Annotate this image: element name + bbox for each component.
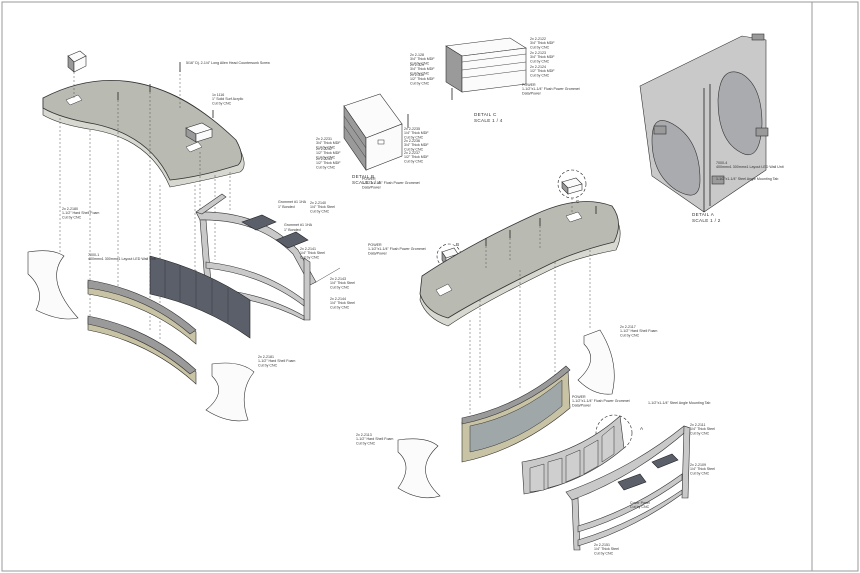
left-end-panels [27,250,255,422]
detail-a-scale: SCALE 1 / 2 [692,218,721,223]
callout-c: C [576,199,580,204]
callout-b: B [456,242,459,247]
label-top-screw: 5/16" Dj. 2-1/4" Long Allen Head Counter… [186,61,270,65]
left-assembly [27,50,341,422]
right-assembly [397,169,691,551]
left-led-wall [149,255,251,339]
detail-b [343,93,409,171]
label-grommet-a-sub: 1" Bonded [278,205,295,209]
detail-c-title: DETAIL C [474,112,497,117]
label-right-tab: 1-1/2"x1-1/4" Steel Angle Mounting Tab [648,401,710,405]
detail-b-title: DETAIL B [352,174,374,179]
left-steel-frame [195,193,341,321]
label-detail-a-tab: 1-1/2"x1-1/4" Steel Angle Mounting Tab [716,177,778,181]
left-shelves [87,279,197,385]
detail-c [445,37,527,100]
label-grommet-b: Grommet #1 1HA [284,223,313,227]
label-grommet-b-sub: 1" Bonded [284,228,301,232]
annotations: 5/16" Dj. 2-1/4" Long Allen Head Counter… [62,37,784,555]
detail-a-title: DETAIL A [692,212,715,217]
detail-a [639,33,769,213]
detail-b-scale: SCALE 1 / 4 [352,180,381,185]
label-grommet-a: Grommet #1 1HA [278,200,307,204]
left-countertop [42,80,245,188]
callout-a: A [640,426,644,431]
left-top-block [67,50,87,73]
detail-c-scale: SCALE 1 / 4 [474,118,503,123]
left-screws [117,62,214,118]
